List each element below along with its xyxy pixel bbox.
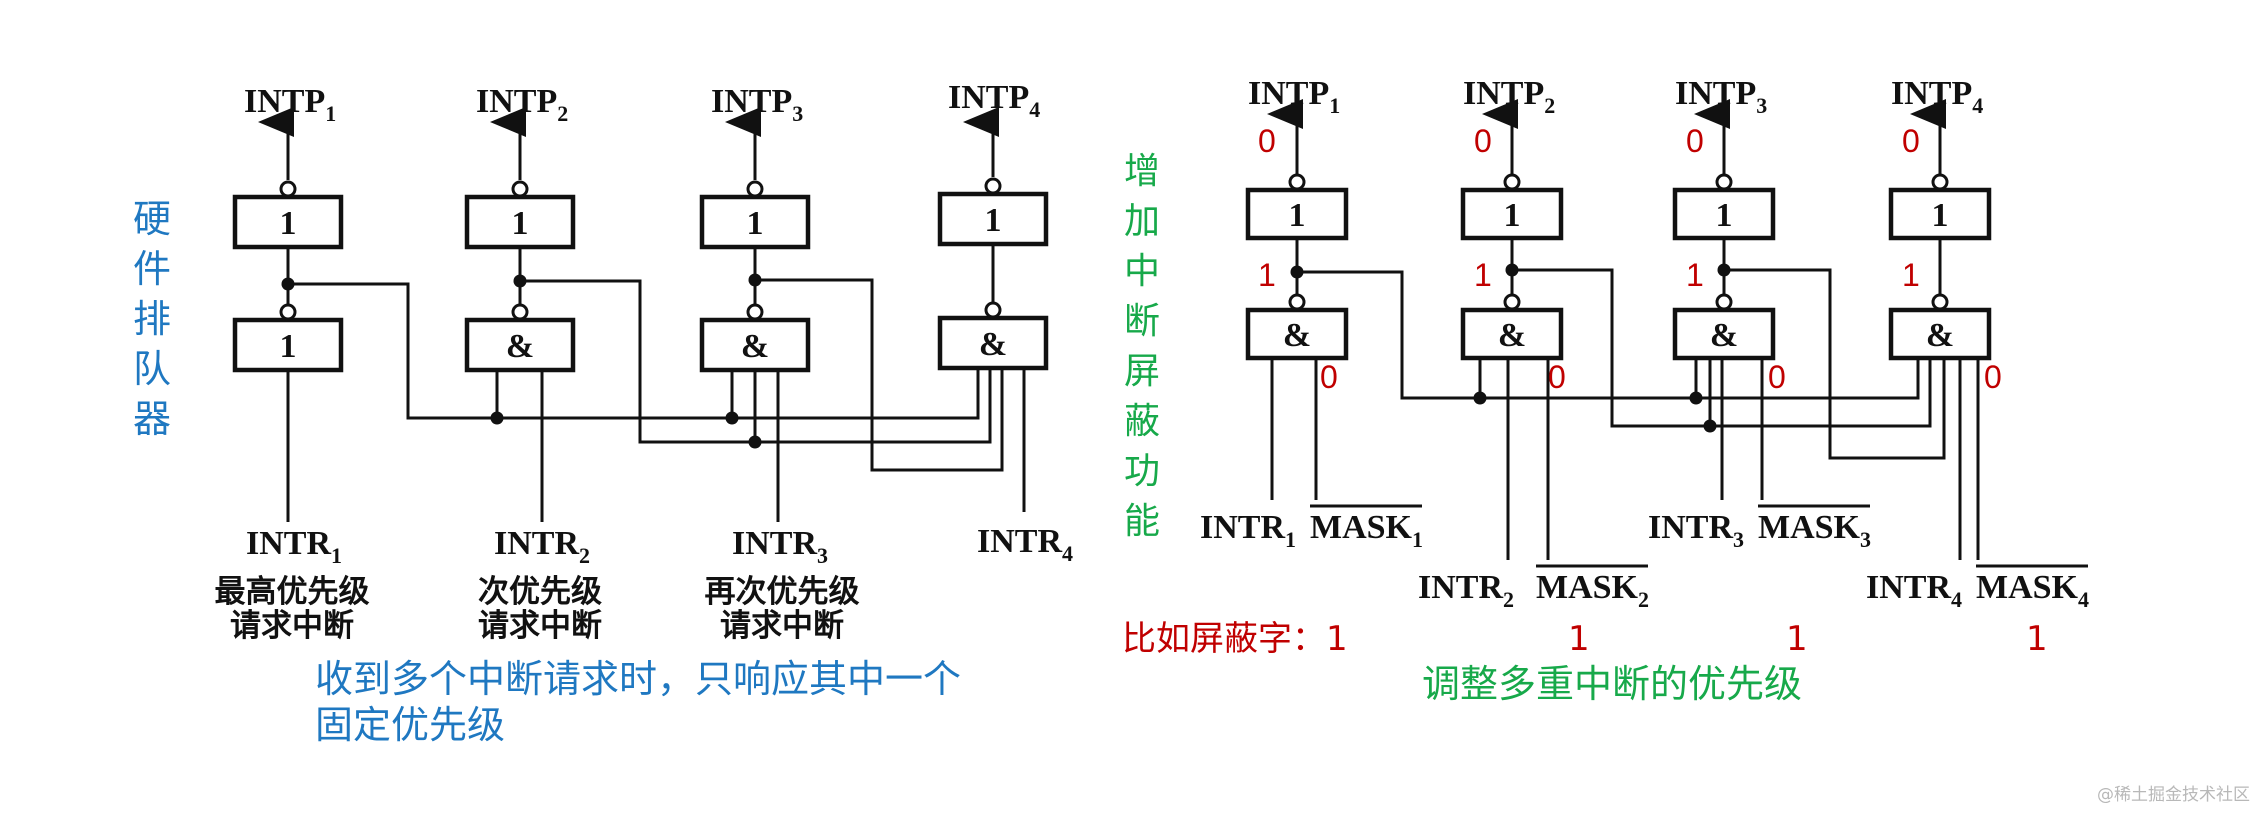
left-input-label-2: INTR2 — [494, 525, 590, 568]
mask-word-label: 比如屏蔽字：1 — [1122, 619, 1348, 659]
right-and-gate-2 — [1460, 307, 1564, 361]
right-caption: 调整多重中断的优先级 — [1422, 662, 1802, 706]
right-output-label-4: INTP4 — [1891, 75, 1983, 118]
svg-text:加: 加 — [1124, 201, 1160, 242]
right-output-label-2: INTP2 — [1463, 75, 1555, 118]
left-bottom-gate-4-text: & — [979, 326, 1007, 363]
right-and-gate-4-text: & — [1926, 317, 1954, 354]
watermark: @稀土掘金技术社区 — [2097, 785, 2250, 805]
right-mask-label-4: MASK4 — [1976, 569, 2089, 612]
right-diagram: 增 加 中 断 屏 蔽 功 能 1 1 1 1 & & & & — [1122, 75, 2089, 706]
mask-word-value-3: 1 — [1786, 619, 1808, 659]
left-diagram: 1 1 1 1 1 & & & — [215, 79, 1074, 644]
left-priority-note-3b: 请求中断 — [720, 608, 844, 644]
right-mask-label-3: MASK3 — [1758, 509, 1871, 552]
left-output-label-3: INTP3 — [711, 83, 803, 126]
right-mid-value-2: 1 — [1474, 257, 1492, 293]
left-side-label: 硬 件 排 队 器 — [133, 197, 171, 441]
left-bottom-gate-1-text: 1 — [280, 328, 297, 365]
mask-word-value-4: 1 — [2026, 619, 2048, 659]
left-top-gate-3-text: 1 — [747, 205, 764, 242]
right-side-label: 增 加 中 断 屏 蔽 功 能 — [1124, 151, 1160, 542]
right-output-value-3: 0 — [1686, 123, 1704, 159]
left-top-gate-4-text: 1 — [985, 202, 1002, 239]
svg-text:能: 能 — [1124, 501, 1160, 542]
right-top-gate-4 — [1888, 187, 1992, 241]
right-and-gate-2-text: & — [1498, 317, 1526, 354]
right-input-label-2: INTR2 — [1418, 569, 1514, 612]
right-mask-label-2: MASK2 — [1536, 569, 1649, 612]
svg-text:增: 增 — [1124, 151, 1160, 192]
left-input-label-4: INTR4 — [977, 523, 1073, 566]
svg-text:屏: 屏 — [1124, 351, 1160, 392]
left-caption-line-1: 收到多个中断请求时，只响应其中一个 — [315, 657, 961, 701]
right-input-label-3: INTR3 — [1648, 509, 1744, 552]
left-priority-note-1a: 最高优先级 — [215, 574, 370, 610]
left-priority-note-2a: 次优先级 — [478, 574, 602, 610]
right-mid-value-1: 1 — [1258, 257, 1276, 293]
svg-text:排: 排 — [133, 297, 171, 341]
left-output-label-4: INTP4 — [948, 79, 1040, 122]
right-input-label-1: INTR1 — [1200, 509, 1296, 552]
svg-text:功: 功 — [1124, 451, 1160, 492]
svg-text:件: 件 — [133, 247, 171, 291]
left-output-label-2: INTP2 — [476, 83, 568, 126]
left-bottom-gate-4 — [937, 315, 1049, 371]
right-top-gate-4-text: 1 — [1932, 197, 1949, 234]
right-output-label-1: INTP1 — [1248, 75, 1340, 118]
left-top-gate-4 — [937, 191, 1049, 247]
right-and-gate-1-text: & — [1283, 317, 1311, 354]
right-input-label-4: INTR4 — [1866, 569, 1962, 612]
right-top-gate-1-text: 1 — [1289, 197, 1306, 234]
right-output-value-2: 0 — [1474, 123, 1492, 159]
right-mid-value-4: 1 — [1902, 257, 1920, 293]
right-mask-label-1: MASK1 — [1310, 509, 1423, 552]
right-and-gate-3-text: & — [1710, 317, 1738, 354]
svg-text:断: 断 — [1124, 301, 1160, 342]
left-priority-note-3a: 再次优先级 — [705, 574, 860, 610]
left-input-label-1: INTR1 — [246, 525, 342, 568]
svg-text:硬: 硬 — [133, 197, 171, 241]
left-bottom-gate-2-text: & — [506, 328, 534, 365]
left-caption-line-2: 固定优先级 — [315, 703, 505, 747]
right-output-value-1: 0 — [1258, 123, 1276, 159]
svg-text:器: 器 — [133, 397, 171, 441]
left-top-gate-2-text: 1 — [512, 205, 529, 242]
right-output-label-3: INTP3 — [1675, 75, 1767, 118]
svg-text:蔽: 蔽 — [1124, 401, 1160, 442]
left-top-gate-1-text: 1 — [280, 205, 297, 242]
left-priority-note-2b: 请求中断 — [478, 608, 602, 644]
mask-word-value-2: 1 — [1568, 619, 1590, 659]
svg-text:队: 队 — [133, 347, 171, 391]
right-mask-line-value-1: 0 — [1320, 359, 1338, 395]
svg-text:中: 中 — [1124, 251, 1160, 292]
right-output-value-4: 0 — [1902, 123, 1920, 159]
right-mask-line-value-4: 0 — [1984, 359, 2002, 395]
right-mid-value-3: 1 — [1686, 257, 1704, 293]
left-bottom-gate-3-text: & — [741, 328, 769, 365]
right-mask-line-value-2: 0 — [1548, 359, 1566, 395]
left-input-label-3: INTR3 — [732, 525, 828, 568]
left-bottom-gate-2 — [464, 317, 576, 373]
right-mask-line-value-3: 0 — [1768, 359, 1786, 395]
left-output-label-1: INTP1 — [244, 83, 336, 126]
left-priority-note-1b: 请求中断 — [230, 608, 354, 644]
right-top-gate-2-text: 1 — [1504, 197, 1521, 234]
right-top-gate-3-text: 1 — [1716, 197, 1733, 234]
